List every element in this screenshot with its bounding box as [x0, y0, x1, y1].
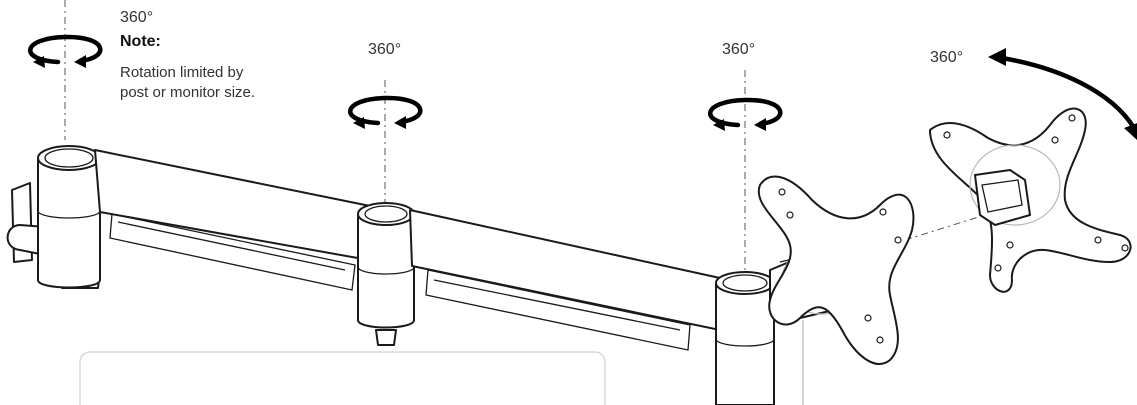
arm-segment-2: [409, 209, 721, 351]
rotation-arrow-2: [348, 95, 423, 129]
rotation-label-4: 360°: [930, 49, 964, 66]
tilt-arrow: [988, 48, 1137, 140]
post-2: [357, 202, 415, 346]
rotation-arrow-1: [28, 34, 103, 68]
note-body: Rotation limited by post or monitor size…: [120, 64, 256, 101]
info-box: [79, 351, 606, 405]
rotation-label-2: 360°: [368, 41, 402, 58]
note-title: Note:: [120, 33, 161, 50]
post-3: [715, 271, 775, 405]
post-1: [37, 145, 101, 289]
rotation-arrow-3: [708, 97, 783, 131]
arm-segment-1: [94, 149, 381, 291]
vesa-plate-front: [757, 175, 915, 365]
rotation-label-3: 360°: [722, 41, 756, 58]
rotation-label-1: 360°: [120, 9, 154, 26]
rotation-axes: [64, 0, 986, 275]
vesa-plate-back: [929, 107, 1132, 293]
